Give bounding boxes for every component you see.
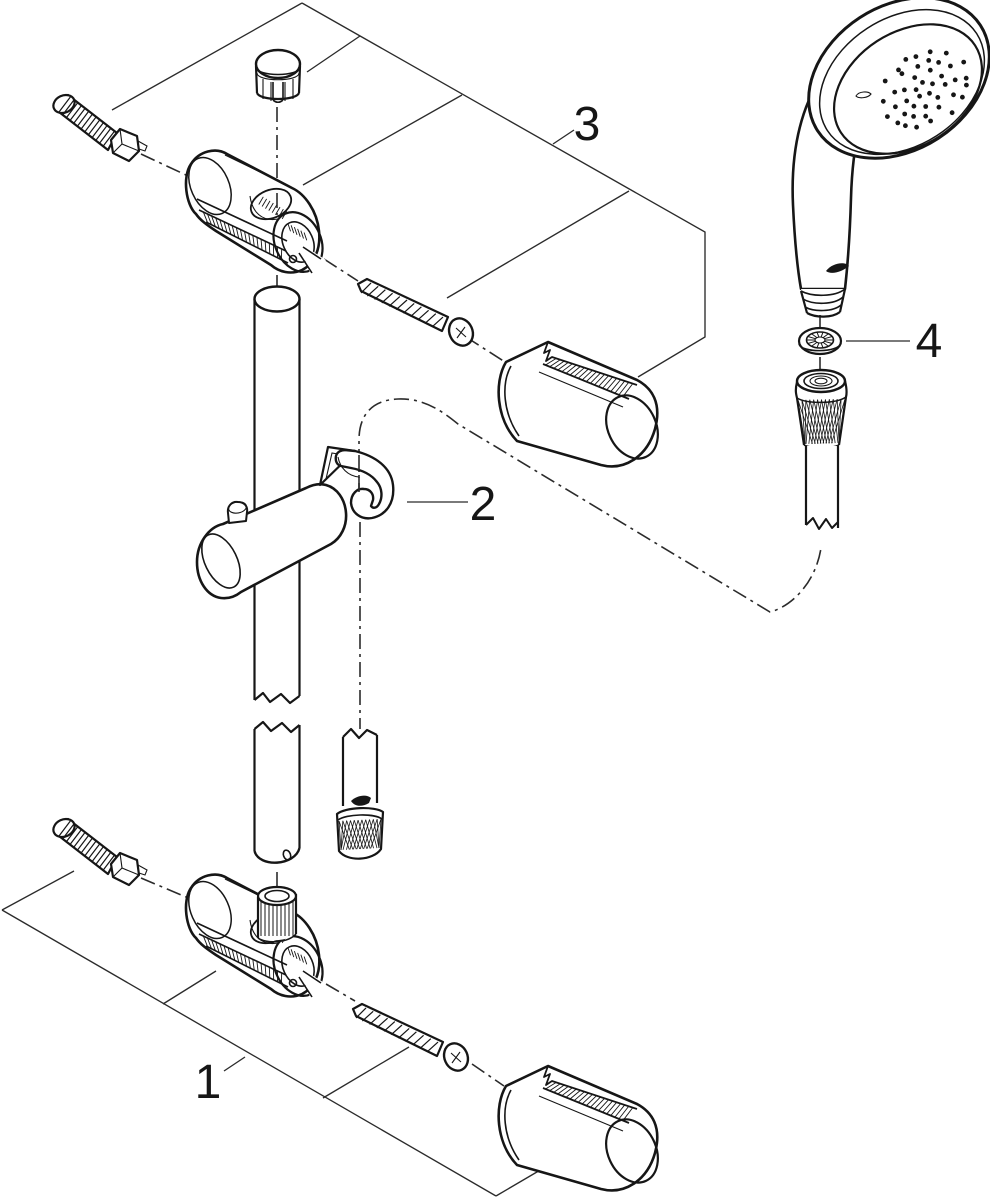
end-cap — [254, 48, 302, 104]
label1-leader — [223, 1056, 246, 1072]
axis-bracket-screw-top — [323, 258, 359, 282]
group3-spur-screw — [446, 190, 630, 299]
group3-outline — [111, 2, 706, 378]
group3-spur-bracket — [302, 94, 463, 186]
shower-hose — [804, 446, 840, 530]
hose-end-nut — [335, 727, 385, 860]
axis-plug-bottom — [140, 877, 187, 898]
cover-sleeve-top — [497, 340, 669, 469]
part-labels: 1 2 3 4 — [195, 98, 943, 1109]
fixing-screw-bottom — [351, 1002, 474, 1076]
label3-leader — [552, 129, 575, 145]
label-part-4: 4 — [916, 315, 943, 368]
axis-hose-route — [358, 398, 822, 613]
wall-plug-screw-top — [49, 90, 149, 163]
hand-shower — [791, 0, 990, 318]
wall-bracket-top — [179, 149, 333, 281]
wall-plug-screw-bottom — [49, 814, 149, 887]
group1-outline — [1, 870, 497, 1197]
group3-spur-cap — [306, 35, 361, 73]
group1-spur-bracket — [162, 970, 217, 1005]
axis-screw-cover-bottom — [471, 1063, 505, 1087]
rail-socket-collar — [256, 885, 298, 943]
label-part-1: 1 — [195, 1056, 222, 1109]
spray-nozzles — [880, 49, 969, 130]
fixing-screw-top — [356, 277, 479, 351]
wall-bracket-bottom — [179, 873, 333, 1005]
group1-spur-screw — [322, 1046, 410, 1099]
axis-screw-cover-top — [465, 336, 506, 363]
group-outlines — [1, 2, 910, 1197]
hose-connector-nut — [794, 368, 848, 449]
label-part-3: 3 — [574, 98, 601, 151]
axis-plug-top — [140, 153, 187, 176]
axis-bracket-screw-bottom — [325, 983, 356, 1002]
label-part-2: 2 — [470, 478, 497, 531]
brand-mark-icon — [826, 263, 849, 273]
center-line-overlays — [276, 193, 360, 492]
filter-washer — [797, 326, 843, 356]
shower-holder-slider — [195, 445, 395, 600]
cover-sleeve-bottom — [497, 1064, 669, 1193]
